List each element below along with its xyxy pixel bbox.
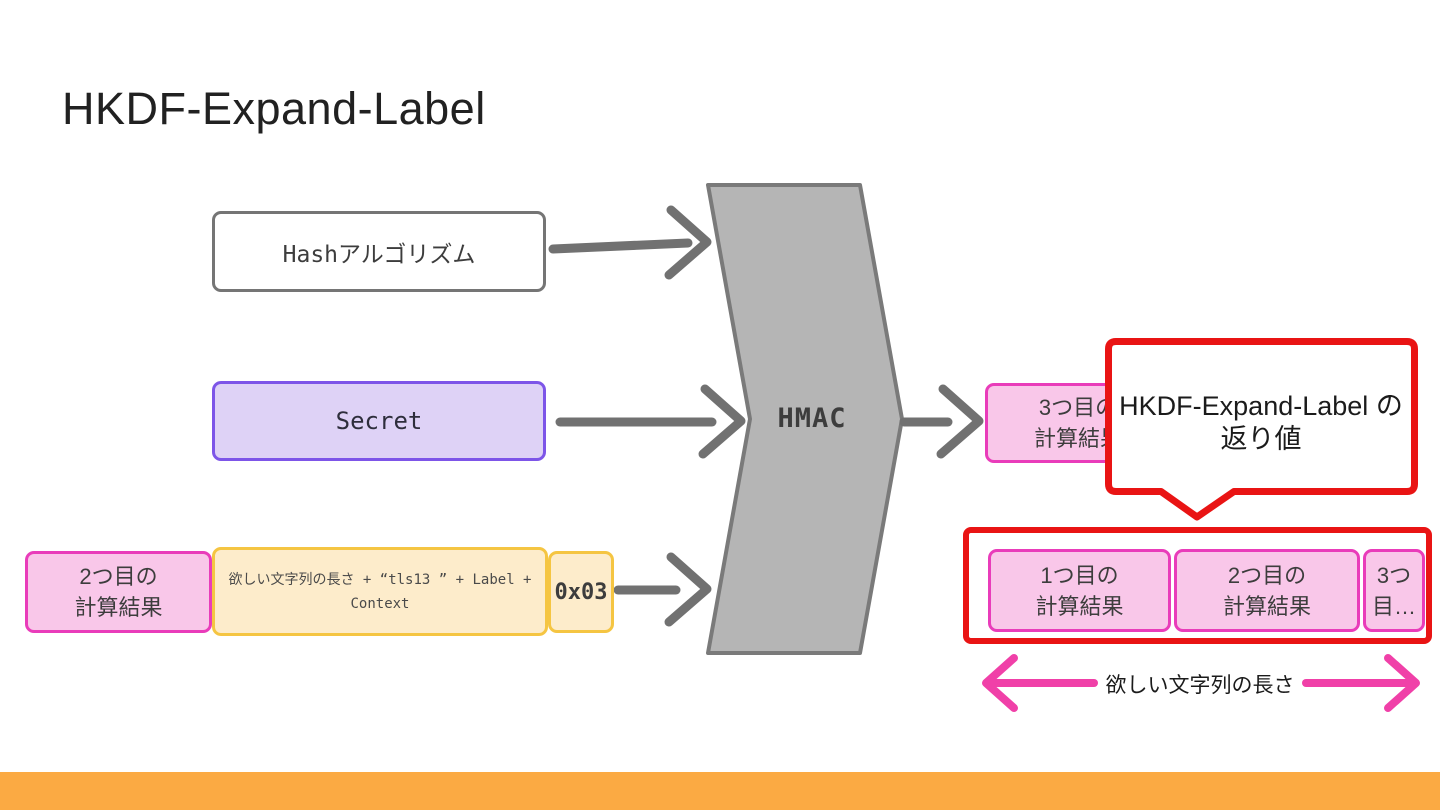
length-caption: 欲しい文字列の長さ (1105, 674, 1295, 697)
third-result-line1: 3つ目の (1038, 395, 1118, 420)
second-result-input-box: 2つ目の 計算結果 (25, 551, 212, 633)
output1-line2: 計算結果 (1035, 593, 1124, 619)
secret-label: Secret (335, 407, 423, 435)
counter-byte-label: 0x03 (554, 579, 608, 605)
arrow-hmac-to-result-icon (899, 384, 984, 459)
arrow-hash-to-hmac-icon (548, 205, 712, 280)
hash-algorithm-label: Hashアルゴリズム (282, 241, 476, 268)
hmac-label: HMAC (777, 403, 847, 434)
arrow-secret-to-hmac-icon (555, 384, 746, 459)
callout-line1: HKDF-Expand-Label (1119, 391, 1369, 421)
second-result-line1: 2つ目の (79, 564, 158, 589)
callout-text: HKDF-Expand-Label の返り値 (1113, 390, 1409, 456)
page-title: HKDF-Expand-Label (62, 83, 486, 134)
length-label-context-box: 欲しい文字列の長さ + “tls13 ” + Label + Context (212, 547, 548, 636)
hash-algorithm-box: Hashアルゴリズム (212, 211, 546, 292)
footer-accent-bar (0, 772, 1440, 810)
counter-byte-box: 0x03 (548, 551, 614, 633)
output3-line2: 目… (1371, 593, 1416, 619)
output2-line1: 2つ目の (1227, 562, 1307, 588)
info-line2: Context (350, 595, 410, 612)
secret-box: Secret (212, 381, 546, 461)
output3-line1: 3つ (1376, 562, 1412, 588)
output-box-1: 1つ目の 計算結果 (988, 549, 1171, 632)
arrow-info-to-hmac-icon (613, 552, 712, 627)
info-line1: 欲しい文字列の長さ + “tls13 ” + Label + (228, 571, 532, 588)
output-box-2: 2つ目の 計算結果 (1174, 549, 1360, 632)
output1-line1: 1つ目の (1040, 562, 1119, 588)
third-result-line2: 計算結果 (1033, 426, 1122, 451)
second-result-line2: 計算結果 (74, 595, 163, 620)
output2-line2: 計算結果 (1222, 593, 1311, 619)
output-box-3: 3つ 目… (1363, 549, 1425, 632)
